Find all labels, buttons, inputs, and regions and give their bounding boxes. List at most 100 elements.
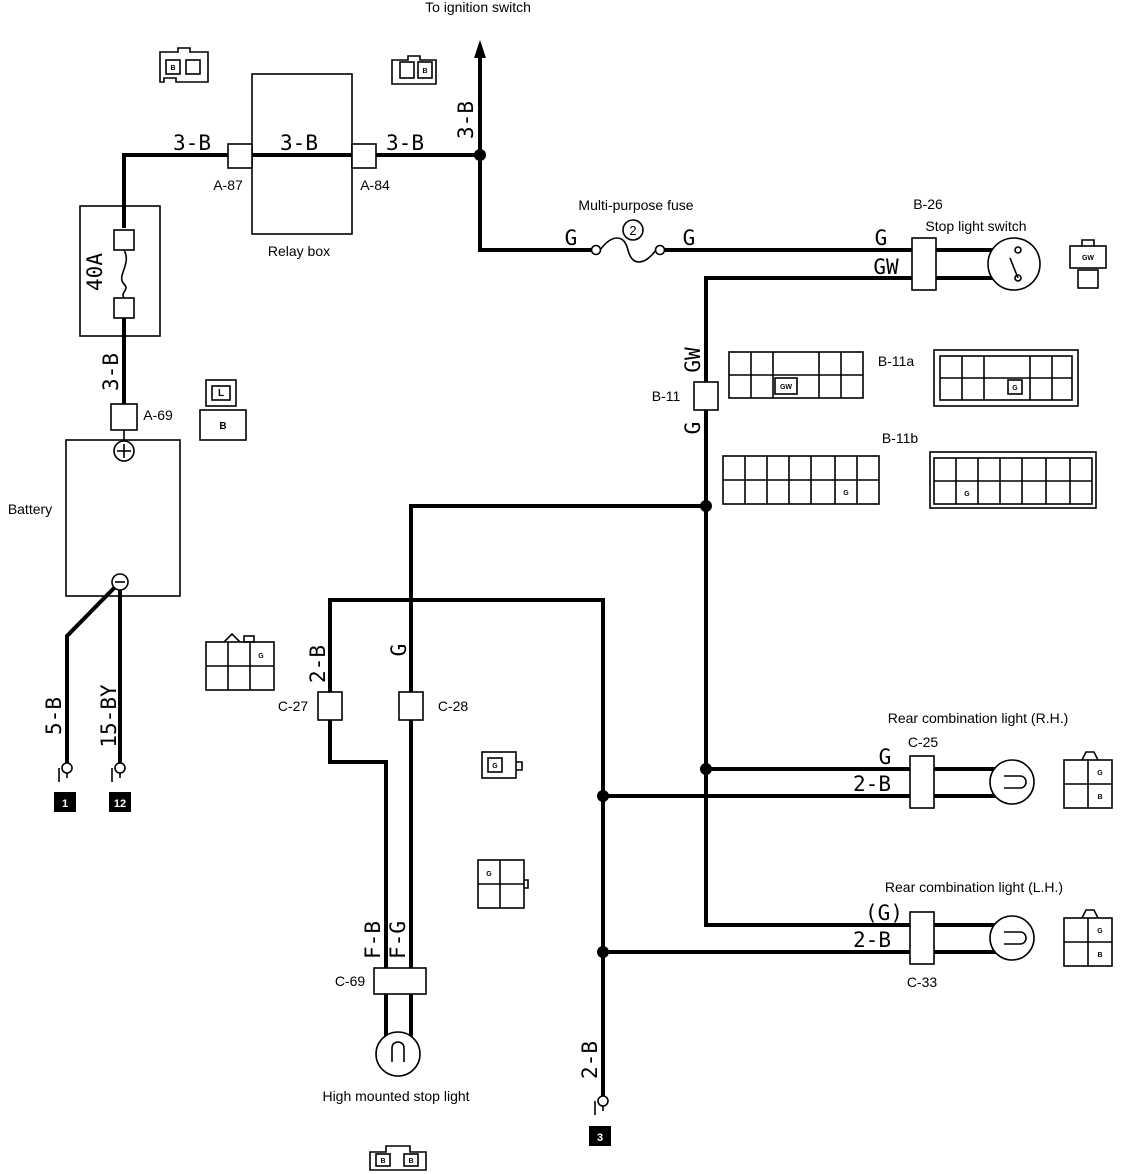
ground-number-3: 3	[597, 1132, 603, 1144]
c28-label: C-28	[438, 698, 469, 714]
wire-3b-c: 3-B	[386, 131, 424, 155]
pin-b11a-left: GW	[780, 384, 792, 391]
pin-c33-b: B	[1097, 952, 1102, 959]
rear-light-lh	[989, 915, 1035, 961]
pin-a69-b: B	[219, 421, 226, 432]
stop-light-switch	[987, 237, 1041, 291]
pin-c33-a: G	[1097, 928, 1103, 935]
c33-label: C-33	[907, 974, 938, 990]
connector-face-a84	[391, 55, 437, 85]
wire-fb: F-B	[361, 921, 385, 959]
ground-numbers: 1 12 3	[62, 798, 603, 1144]
connector-c28	[398, 691, 424, 721]
rcl-lh-label: Rear combination light (L.H.)	[885, 879, 1063, 895]
wire-g-vertical: G	[681, 422, 705, 435]
wire-g-switch: G	[875, 226, 888, 250]
wire-2b-lh: 2-B	[853, 928, 891, 952]
pin-b11b-right: G	[964, 491, 970, 498]
rcl-rh-label: Rear combination light (R.H.)	[888, 710, 1069, 726]
pin-c25-b: B	[1097, 794, 1102, 801]
pin-c27-c28: G	[258, 653, 264, 660]
fuse-number: 2	[629, 223, 636, 238]
pin-a69-l: L	[218, 388, 224, 399]
connector-face-ground-3	[369, 1145, 427, 1171]
ground-number-12: 12	[114, 798, 126, 810]
wire-fg: F-G	[386, 921, 410, 959]
a69-label: A-69	[143, 407, 173, 423]
wire-g-lh: (G)	[865, 901, 903, 925]
connector-c25	[909, 755, 935, 809]
connector-face-b11b-right	[929, 451, 1097, 509]
wire-3b-vertical: 3-B	[454, 101, 478, 139]
connector-c33	[909, 911, 935, 965]
rear-light-rh	[989, 759, 1035, 805]
wire-g-c28: G	[387, 644, 411, 657]
junction-dots	[474, 149, 712, 958]
pin-b11a-right: G	[1012, 385, 1018, 392]
battery-label: Battery	[8, 501, 52, 517]
connector-a84	[351, 143, 377, 169]
connector-c27	[317, 691, 343, 721]
connector-c69	[373, 967, 427, 995]
wire-gw-switch: GW	[873, 255, 899, 279]
component-labels: To ignition switch Relay box Multi-purpo…	[8, 0, 1068, 1104]
connector-b11	[693, 381, 719, 411]
connector-face-c27-c28	[205, 632, 275, 691]
pin-ground-3-b: B	[408, 1158, 413, 1165]
ground-symbol-1	[54, 762, 76, 812]
fusible-link	[79, 205, 161, 337]
b11b-label: B-11b	[882, 430, 919, 446]
connector-face-b11a-left	[728, 351, 864, 399]
wire-g-right: G	[683, 226, 696, 250]
c27-label: C-27	[278, 698, 309, 714]
pin-b26: GW	[1082, 255, 1094, 262]
fuse-symbol	[590, 219, 666, 263]
a84-label: A-84	[360, 177, 390, 193]
connector-face-b26	[1069, 239, 1107, 289]
c25-label: C-25	[908, 734, 939, 750]
b11-label: B-11	[652, 388, 681, 404]
wire-g-rh: G	[879, 745, 892, 769]
wire-3b-a: 3-B	[173, 131, 211, 155]
connector-a69	[110, 403, 138, 431]
ground-symbol-12	[109, 762, 131, 812]
relay-box-label: Relay box	[268, 243, 330, 259]
wire-2b-rh: 2-B	[853, 772, 891, 796]
connector-face-c33	[1063, 909, 1113, 967]
connector-face-b11b-left	[722, 455, 880, 505]
a87-label: A-87	[213, 177, 243, 193]
pin-c25-a: G	[1097, 770, 1103, 777]
fuse-label: Multi-purpose fuse	[578, 197, 693, 213]
wire-5b: 5-B	[42, 697, 66, 735]
connector-face-b11a-right	[933, 349, 1079, 407]
wire-15by: 15-BY	[97, 684, 121, 748]
high-mounted-stop-light	[375, 1031, 421, 1077]
stop-switch-label: Stop light switch	[925, 218, 1026, 234]
pin-c69-b: G	[486, 871, 492, 878]
wire-2b-c27: 2-B	[306, 645, 330, 683]
pin-c69-a: G	[492, 763, 498, 770]
hmsl-label: High mounted stop light	[322, 1088, 469, 1104]
fusible-40a-label: 40A	[83, 253, 107, 291]
pin-b11b-left: G	[843, 490, 849, 497]
connector-b26	[911, 237, 937, 291]
connector-face-c69-b	[477, 859, 529, 909]
connector-face-c25	[1063, 751, 1113, 809]
ignition-label: To ignition switch	[425, 0, 531, 15]
connector-face-c69	[481, 751, 523, 779]
pin-a87: B	[170, 65, 175, 72]
connector-face-a87	[159, 47, 209, 83]
ignition-arrow-icon	[474, 40, 486, 58]
wire-3b-b: 3-B	[280, 131, 318, 155]
wire-3b-battery: 3-B	[99, 353, 123, 391]
wire-labels: 3-B 3-B 3-B 3-B 3-B 40A G G G GW GW G 5-…	[42, 101, 903, 1079]
c69-label: C-69	[335, 973, 366, 989]
pin-ground-3: B	[380, 1158, 385, 1165]
wire-2b-ground: 2-B	[578, 1041, 602, 1079]
connector-a87	[227, 143, 253, 169]
connector-face-a69	[199, 379, 247, 441]
ground-symbol-3	[589, 1095, 611, 1146]
b11a-label: B-11a	[878, 353, 915, 369]
pin-a84: B	[422, 68, 427, 75]
